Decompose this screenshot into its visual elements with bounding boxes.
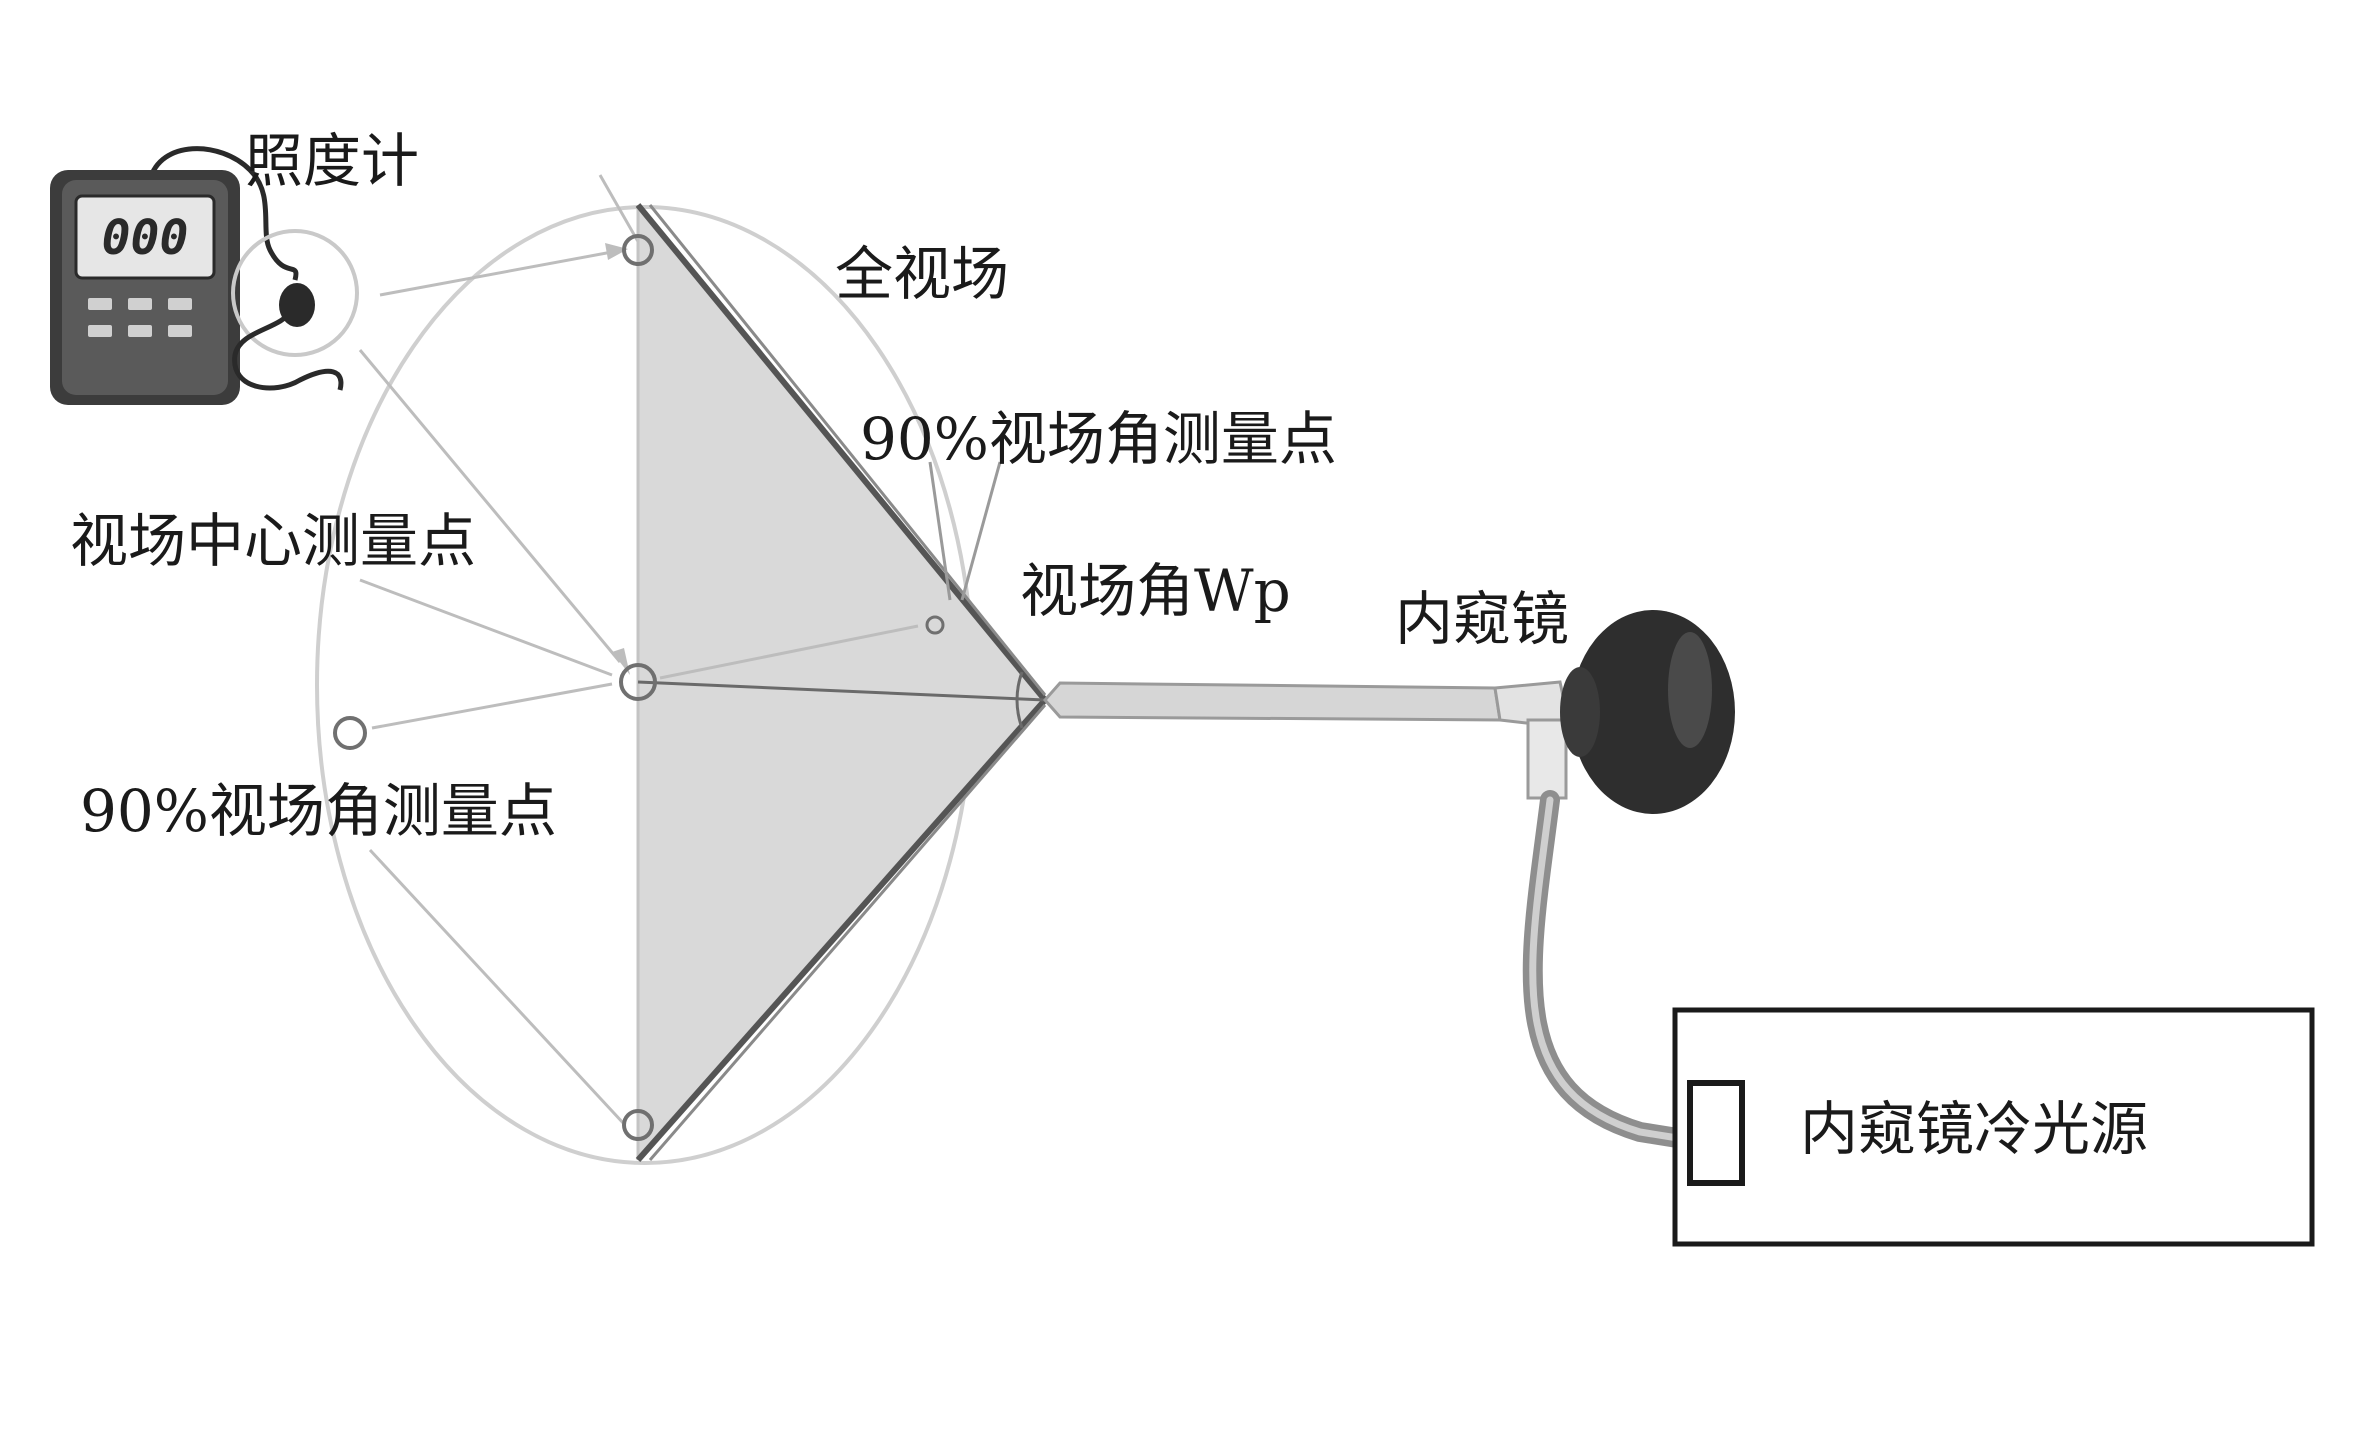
- fov-angle-arc: [1015, 671, 1024, 729]
- endoscope-light-post: [1526, 718, 1568, 800]
- illuminometer-reading: 000: [102, 210, 189, 266]
- endoscope-eyepiece-highlight: [1668, 632, 1712, 748]
- measurement-point-right-90: [925, 615, 945, 635]
- leader-line-sensor-to-top-point: [379, 250, 613, 297]
- illuminometer-display: [74, 194, 216, 280]
- fov-cone-lower-edge-inner: [648, 704, 1047, 1161]
- leader-line-sensor-to-center-point: [358, 349, 622, 663]
- fov90-point-right-label: 90%视场角测量点: [860, 405, 1337, 473]
- leader-line-right90-label-b: [960, 461, 1002, 601]
- leader-arrow-top: [605, 243, 628, 260]
- fov-cone-upper-edge: [635, 203, 1048, 702]
- leader-line-right90-label-a: [928, 461, 952, 601]
- fov-angle-label: 视场角Wp: [1020, 557, 1291, 625]
- cold-light-source-box: [1672, 1007, 2315, 1247]
- leader-line-left90-label-to-bottom: [368, 848, 627, 1127]
- fov-cone-lower-edge: [635, 698, 1048, 1162]
- endoscope-shaft: [1042, 681, 1502, 722]
- measurement-point-top: [622, 234, 654, 266]
- illuminometer-sensor-head: [279, 283, 315, 327]
- endoscope-eyepiece-rim: [1560, 667, 1600, 757]
- cold-light-source-label: 内窥镜冷光源: [1800, 1095, 2149, 1163]
- endoscope-label: 内窥镜: [1395, 585, 1570, 653]
- leader-line-center-label-to-center: [359, 578, 613, 677]
- cold-light-source-port: [1687, 1080, 1745, 1186]
- measurement-point-bottom: [622, 1109, 654, 1141]
- fov-edge-guide-line: [598, 174, 642, 246]
- fov-center-point-label: 视场中心测量点: [70, 507, 477, 575]
- fov-cone-upper-edge-inner: [648, 204, 1047, 696]
- fov-cone: [638, 205, 1045, 1160]
- full-field-of-view-label: 全视场: [835, 240, 1010, 308]
- measurement-point-center: [619, 663, 657, 701]
- fov-axis-line: [637, 680, 1046, 702]
- illuminometer-cable: [147, 146, 299, 281]
- illuminometer-device: 000: [50, 146, 299, 405]
- leader-line-left90-to-center: [371, 682, 613, 730]
- illuminometer-sensor-ring: [231, 229, 359, 357]
- fov90-point-left-label: 90%视场角测量点: [80, 777, 557, 845]
- illuminometer-label: 照度计: [245, 127, 420, 195]
- illuminometer-sensor-cable: [232, 308, 344, 391]
- measurement-point-left-90: [333, 716, 367, 750]
- leader-line-center-to-right90: [659, 624, 919, 680]
- light-guide-cable: [1522, 790, 1700, 1150]
- light-guide-cable-highlight: [1529, 796, 1694, 1144]
